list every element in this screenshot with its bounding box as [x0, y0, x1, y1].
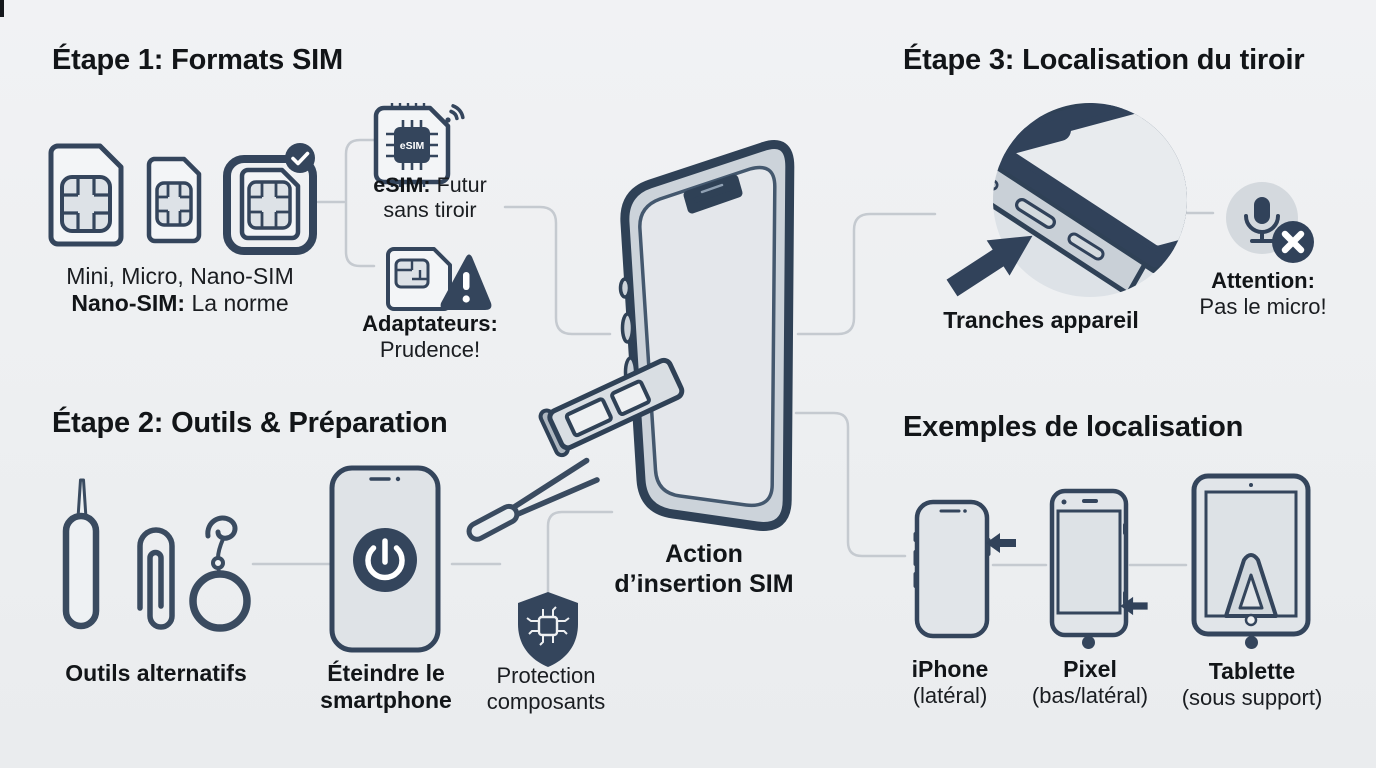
pixel-icon [1049, 488, 1129, 638]
step2-title: Étape 2: Outils & Préparation [52, 407, 448, 439]
device-edge-closeup-icon [993, 103, 1187, 297]
earring-icon [189, 515, 251, 632]
edge-caption: Tranches appareil [943, 307, 1139, 333]
iphone-icon [913, 499, 991, 639]
esim-icon: eSIM [373, 103, 465, 187]
adapter-caption-line2: Prudence! [379, 336, 481, 362]
mic-blocked-icon [1226, 182, 1314, 263]
power-icon [353, 528, 417, 592]
sim-micro-icon [146, 156, 202, 244]
esim-chip-label: eSIM [400, 140, 425, 152]
alternative-tools-icons [62, 478, 251, 632]
esim-caption-line1: eSIM: Futur [373, 173, 487, 197]
sim-nano-icon [223, 155, 317, 255]
x-badge-icon [1272, 221, 1314, 263]
sim-insertion-illustration [466, 140, 795, 542]
pixel-label: Pixel (bas/latéral) [1031, 656, 1149, 709]
stand-icon [1224, 553, 1278, 627]
sim-mini-icon [48, 143, 124, 247]
mic-caption: Attention: Pas le micro! [1199, 268, 1327, 319]
paperclip-icon [137, 527, 175, 630]
iphone-label: iPhone (latéral) [911, 656, 989, 709]
center-phone-icon [618, 140, 795, 531]
step3-title: Étape 3: Localisation du tiroir [903, 44, 1305, 76]
arrow-left-icon [986, 533, 1016, 553]
power-caption: Éteindre le smartphone [320, 660, 452, 714]
esim-caption-line2: sans tiroir [383, 198, 477, 223]
esim-caption: eSIM: Futur sans tiroir [352, 173, 508, 224]
sim-tray-icon [538, 357, 685, 458]
check-badge-icon [285, 143, 315, 173]
adapter-caption-line1: Adaptateurs: [362, 311, 498, 336]
edge-artifact [0, 0, 4, 17]
adapter-caption: Adaptateurs: Prudence! [342, 311, 518, 363]
eject-tool-icon [466, 457, 600, 542]
smartphone-power-icon [329, 465, 441, 653]
adapter-sim-icon [386, 247, 492, 311]
location-dot [1245, 636, 1258, 649]
arrow-icon [946, 235, 1033, 297]
tools-caption: Outils alternatifs [65, 660, 247, 686]
shield-caption: Protection composants [486, 663, 606, 714]
step1-title: Étape 1: Formats SIM [52, 44, 343, 76]
examples-title: Exemples de localisation [903, 411, 1244, 443]
location-dot [1082, 636, 1095, 649]
tablet-label: Tablette (sous support) [1181, 658, 1323, 711]
sim-caption: Mini, Micro, Nano-SIM Nano-SIM: La norme [35, 263, 325, 317]
sim-caption-line1: Mini, Micro, Nano-SIM [66, 263, 294, 289]
wifi-icon [445, 104, 465, 123]
shield-chip-icon [518, 592, 578, 667]
warning-triangle-icon [440, 254, 492, 310]
arrow-left-icon [1120, 596, 1148, 616]
sim-caption-line2: Nano-SIM: La norme [71, 290, 289, 317]
center-caption: Action d’insertion SIM [614, 540, 794, 598]
tablet-icon [1191, 473, 1311, 637]
eject-pin-icon [62, 478, 100, 630]
